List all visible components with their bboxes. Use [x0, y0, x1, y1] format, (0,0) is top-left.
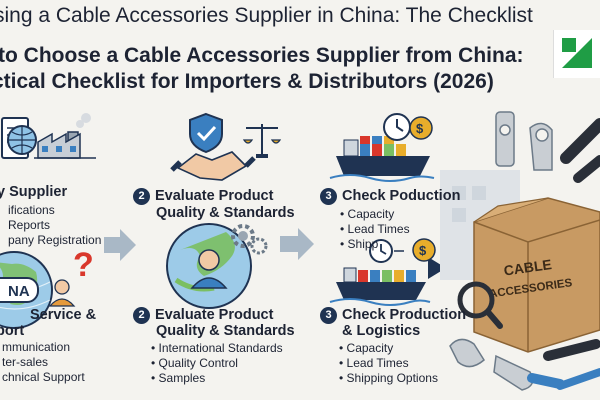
- list-item: Capacity: [340, 207, 410, 222]
- cable-sleeve-icon: [560, 118, 600, 183]
- globe-network-icon: [166, 223, 252, 309]
- box-label-line1: CABLE: [503, 256, 553, 279]
- list-item: Capacity: [339, 341, 438, 356]
- cargo-ship-icon: [329, 267, 431, 306]
- globe-small-icon: [7, 125, 37, 155]
- list-item: chnical Support: [2, 370, 85, 384]
- list-item: Quality Control: [151, 356, 283, 371]
- step-4-heading-line-1: Service &: [30, 307, 97, 323]
- step-1-heading: y Supplier: [0, 184, 68, 200]
- handshake-icon: [170, 151, 256, 181]
- title-line-3: ctical Checklist for Importers & Distrib…: [0, 70, 494, 93]
- globe-label: NA: [8, 283, 30, 300]
- list-item: Reports: [8, 218, 51, 232]
- logo-mark-icon: [562, 38, 592, 68]
- arrow-right-icon: [280, 228, 314, 260]
- clock-icon: [383, 113, 411, 141]
- list-item: Shipping Options: [339, 371, 438, 386]
- list-item: ifications: [8, 203, 55, 217]
- cable-lug-icon: [449, 338, 485, 368]
- list-item: mmunication: [2, 340, 71, 354]
- cable-accessories-box: [473, 197, 600, 353]
- shield-check-icon: [189, 112, 223, 154]
- scales-icon: [242, 124, 282, 158]
- list-item: pany Registration: [8, 233, 102, 247]
- step-number-badge: 2: [133, 307, 150, 324]
- gear-icon: [231, 224, 268, 255]
- arrow-right-icon: [104, 229, 136, 261]
- question-mark: ?: [73, 246, 94, 284]
- step-2b-heading-line-2: Quality & Standards: [156, 323, 295, 339]
- step-2-heading-line-2: Quality & Standards: [156, 205, 295, 221]
- step-3b-heading-line-2: & Logistics: [342, 323, 421, 339]
- cargo-ship-icon: [329, 136, 435, 182]
- brand-logo: [553, 30, 600, 78]
- list-item: Shipp: [340, 237, 410, 252]
- cable-lug-icon: [529, 122, 553, 171]
- list-item: Lead Times: [339, 356, 438, 371]
- person-icon: [48, 279, 76, 307]
- title-line-1: sing a Cable Accessories Supplier in Chi…: [0, 4, 533, 27]
- cable-sleeve-icon: [543, 339, 600, 390]
- arrow-right-icon: [428, 257, 446, 279]
- magnifier-icon: [457, 281, 503, 329]
- list-item: Samples: [151, 371, 283, 386]
- list-item: Lead Times: [340, 222, 410, 237]
- step-number-badge: 2: [133, 188, 150, 205]
- svg-text:$: $: [419, 243, 427, 258]
- step-number-badge: 3: [320, 307, 337, 324]
- dollar-coin-icon: [412, 238, 436, 262]
- factory-icon: [34, 113, 96, 159]
- list-item: International Standards: [151, 341, 283, 356]
- title-line-2: to Choose a Cable Accessories Supplier f…: [0, 44, 524, 67]
- step-4-heading-line-2: port: [0, 323, 25, 339]
- globe-large-icon: [0, 251, 53, 329]
- cable-lug-icon: [493, 354, 565, 391]
- svg-text:$: $: [416, 121, 424, 136]
- dollar-coin-icon: [409, 116, 433, 140]
- list-item: ter-sales: [2, 355, 49, 369]
- cable-lug-icon: [495, 111, 515, 167]
- step-number-badge: 3: [320, 188, 337, 205]
